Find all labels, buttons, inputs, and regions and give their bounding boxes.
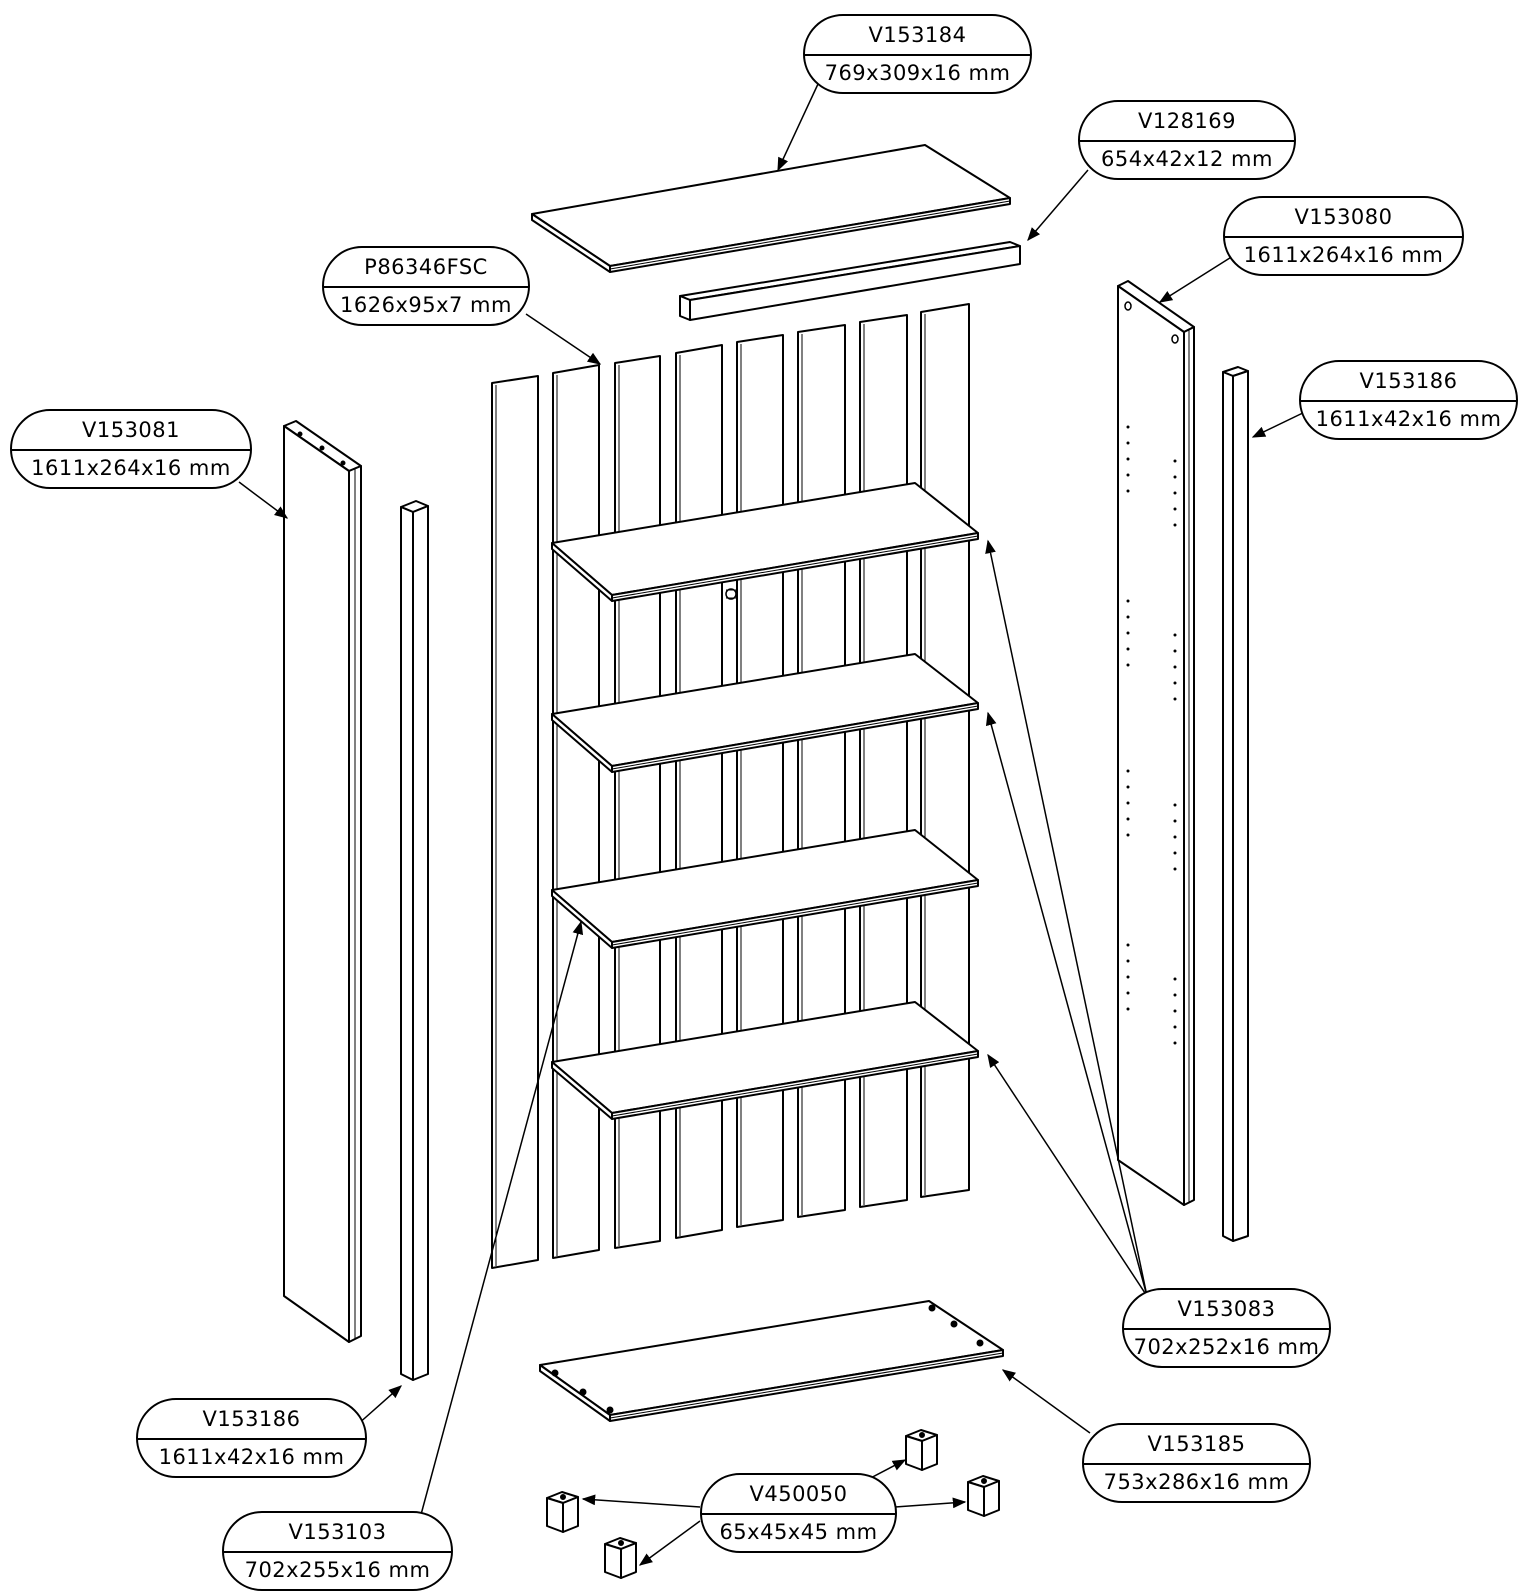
- foot: [546, 1491, 579, 1533]
- right-side-panel-drawing: [1117, 280, 1195, 1206]
- part-dimensions: 1611x42x16 mm: [158, 1445, 345, 1469]
- left-front-strip-drawing: [400, 500, 429, 1381]
- label-right-front-strip: V153186 1611x42x16 mm: [1299, 360, 1518, 440]
- label-divider: [1124, 1328, 1329, 1330]
- right-front-strip-drawing: [1222, 366, 1249, 1242]
- label-shelves: V153083 702x252x16 mm: [1122, 1288, 1331, 1368]
- top-rail-drawing: [679, 241, 1021, 321]
- part-dimensions: 654x42x12 mm: [1101, 147, 1273, 171]
- part-number: V153080: [1294, 205, 1393, 229]
- label-right-side-panel: V153080 1611x264x16 mm: [1223, 196, 1464, 276]
- part-number: V153186: [1359, 369, 1458, 393]
- label-feet: V450050 65x45x45 mm: [700, 1473, 897, 1553]
- label-fixed-shelf: V153103 702x255x16 mm: [222, 1511, 453, 1591]
- right-side-panel-holes: [1126, 425, 1177, 1045]
- part-number: V153081: [81, 418, 181, 442]
- back-board: [491, 375, 539, 1269]
- shelf-4: [551, 1001, 979, 1120]
- part-dimensions: 1611x264x16 mm: [31, 456, 231, 480]
- part-number: V153103: [288, 1520, 387, 1544]
- label-divider: [1301, 400, 1516, 402]
- label-left-side-panel: V153081 1611x264x16 mm: [10, 409, 252, 489]
- part-number: V153083: [1177, 1297, 1276, 1321]
- part-number: P86346FSC: [364, 255, 488, 279]
- label-top-panel: V153184 769x309x16 mm: [803, 14, 1032, 94]
- label-divider: [224, 1551, 451, 1553]
- foot: [905, 1429, 938, 1471]
- part-dimensions: 1611x264x16 mm: [1243, 243, 1444, 267]
- part-number: V128169: [1137, 109, 1237, 133]
- foot: [604, 1537, 637, 1579]
- part-number: V153184: [868, 23, 967, 47]
- label-left-front-strip: V153186 1611x42x16 mm: [136, 1398, 367, 1478]
- shelf-3: [551, 829, 979, 949]
- label-back-boards: P86346FSC 1626x95x7 mm: [322, 246, 530, 326]
- part-number: V153185: [1147, 1432, 1246, 1456]
- shelf-1: [551, 482, 979, 602]
- back-boards: [491, 303, 970, 1269]
- part-dimensions: 753x286x16 mm: [1103, 1470, 1290, 1494]
- label-divider: [1084, 1463, 1309, 1465]
- label-divider: [138, 1438, 365, 1440]
- label-divider: [1080, 140, 1294, 142]
- label-bottom-panel: V153185 753x286x16 mm: [1082, 1423, 1311, 1503]
- leader-lines: [238, 83, 1310, 1566]
- label-divider: [324, 286, 528, 288]
- label-divider: [805, 54, 1030, 56]
- shelf-connector-icon: [725, 588, 737, 600]
- part-number: V450050: [749, 1482, 848, 1506]
- part-dimensions: 1626x95x7 mm: [340, 293, 512, 317]
- part-dimensions: 65x45x45 mm: [719, 1520, 878, 1544]
- label-divider: [702, 1513, 895, 1515]
- part-dimensions: 769x309x16 mm: [824, 61, 1011, 85]
- back-board: [552, 364, 600, 1259]
- part-dimensions: 1611x42x16 mm: [1315, 407, 1502, 431]
- top-panel-drawing: [531, 144, 1011, 273]
- shelf-2: [551, 653, 979, 773]
- label-top-rail: V128169 654x42x12 mm: [1078, 100, 1296, 180]
- part-number: V153186: [202, 1407, 301, 1431]
- label-divider: [12, 449, 250, 451]
- part-dimensions: 702x255x16 mm: [244, 1558, 431, 1582]
- left-side-panel-drawing: [283, 420, 362, 1343]
- part-dimensions: 702x252x16 mm: [1133, 1335, 1320, 1359]
- bottom-panel-drawing: [539, 1300, 1004, 1422]
- label-divider: [1225, 236, 1462, 238]
- foot: [967, 1475, 1000, 1517]
